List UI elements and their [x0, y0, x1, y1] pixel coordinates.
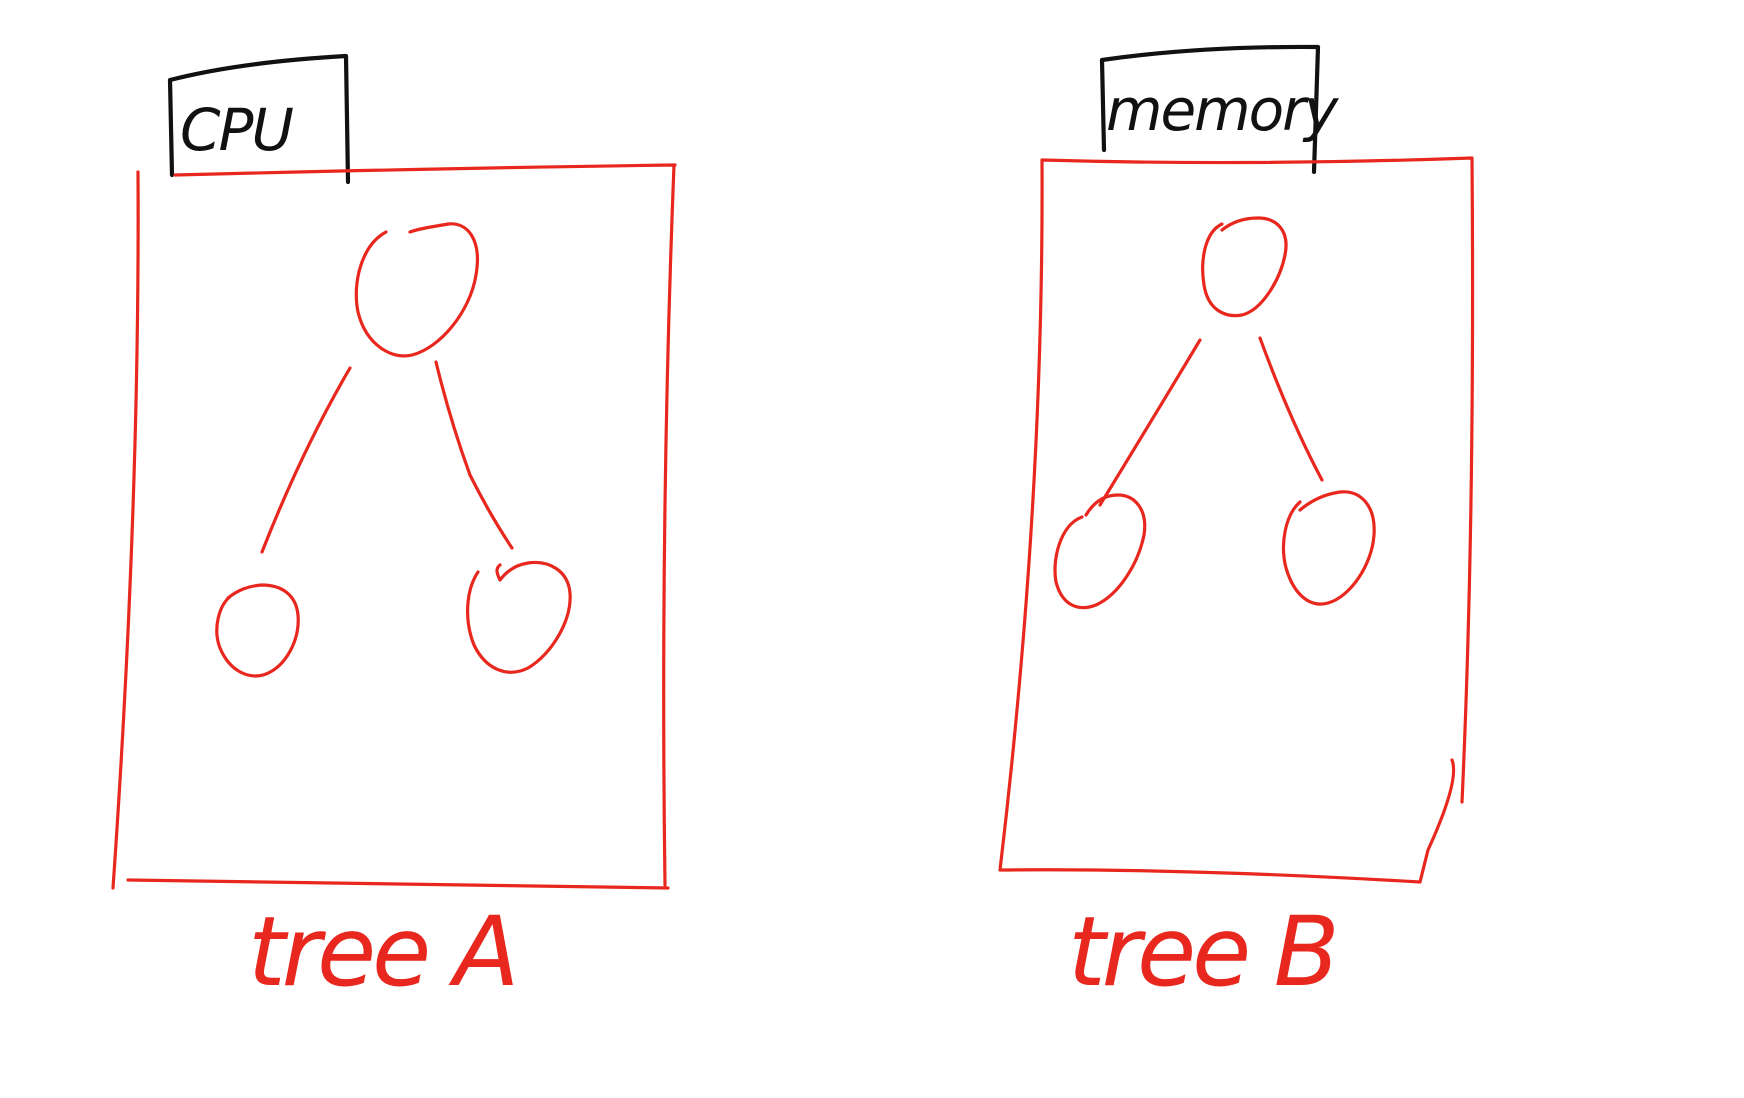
tree-a-edge-right	[434, 360, 514, 550]
panel-tree-b: memory tree B	[998, 44, 1475, 1008]
caption-tree-b: tree B	[1068, 896, 1336, 1008]
tab-memory-outline	[1099, 44, 1321, 175]
tree-b-left-node	[1053, 493, 1147, 610]
tree-b-edge-right	[1258, 336, 1324, 482]
tree-a-root-node	[354, 222, 479, 358]
tree-b-right-node	[1282, 490, 1376, 606]
tree-a-left-node	[215, 583, 300, 678]
frame-tree-a	[111, 163, 677, 890]
tree-b-root-node	[1201, 216, 1288, 318]
tree-a-right-node	[466, 560, 572, 674]
tab-cpu: CPU	[167, 53, 351, 185]
tab-memory: memory	[1099, 44, 1341, 175]
tree-b-edge-left	[1098, 338, 1202, 507]
tree-a	[215, 222, 572, 678]
frame-tree-b	[998, 156, 1475, 884]
caption-tree-a: tree A	[248, 896, 515, 1008]
tab-cpu-label: CPU	[180, 96, 293, 164]
tab-cpu-outline	[167, 53, 351, 185]
tree-a-edge-left	[260, 366, 352, 554]
tree-b	[1053, 216, 1376, 610]
tab-memory-label: memory	[1106, 76, 1339, 144]
panel-tree-a: CPU tree A	[111, 53, 677, 1008]
